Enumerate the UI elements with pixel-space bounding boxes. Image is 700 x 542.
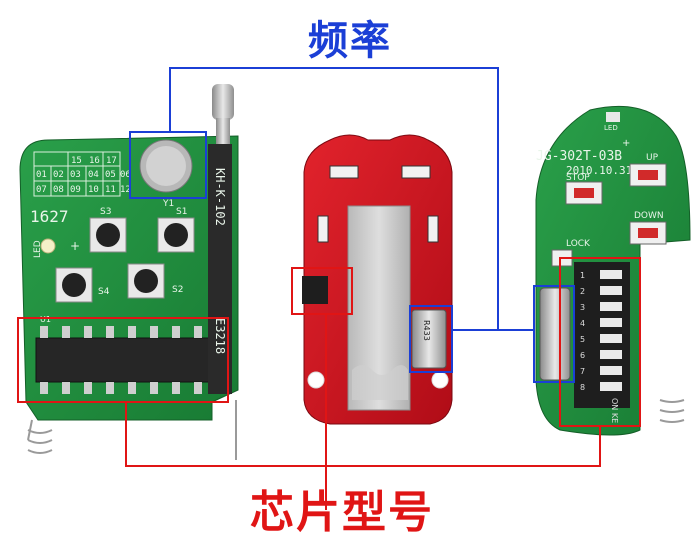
grid-label: 17	[106, 156, 117, 166]
button-label: UP	[646, 153, 659, 163]
grid-label: 12	[120, 185, 131, 195]
switch-label: S1	[176, 207, 187, 217]
chip-box-middle	[291, 267, 353, 315]
switch-s1: S1	[157, 207, 195, 253]
grid-label: 11	[105, 185, 116, 195]
battery-spring-right	[659, 399, 685, 423]
dip-number: 6	[580, 351, 585, 360]
button-label: DOWN	[634, 211, 664, 221]
switch-s4: S4	[55, 267, 110, 303]
button-label: STOP	[566, 173, 590, 183]
switch-s3: S3	[89, 207, 127, 253]
encoder-chip: U1	[35, 315, 213, 394]
middle-pcb-board: R433	[302, 134, 453, 425]
plus-mark: +	[622, 138, 630, 149]
led: LED +	[33, 238, 80, 258]
grid-label: 10	[88, 185, 99, 195]
grid-label: 16	[89, 156, 100, 166]
grid-label: 04	[88, 170, 99, 180]
grid-label: 08	[53, 185, 64, 195]
grid-label: 02	[53, 170, 64, 180]
chip-markers	[17, 257, 641, 510]
grid-label: 05	[105, 170, 116, 180]
chip-model-label: 芯片型号	[250, 487, 434, 538]
frequency-box-right	[533, 285, 575, 383]
crystal-right	[539, 287, 571, 381]
model-label: JG-302T-03B	[536, 149, 622, 164]
y1-label: Y1	[162, 199, 174, 209]
frequency-connector	[169, 67, 499, 331]
smd-button	[317, 215, 329, 243]
dip-number: 7	[580, 367, 585, 376]
frequency-box-middle	[409, 305, 453, 373]
side-code: 1627	[30, 207, 69, 226]
dip-number: 8	[580, 383, 585, 392]
chip-connector	[125, 402, 601, 467]
grid-label: 15	[71, 156, 82, 166]
antenna-label: KH-K-102	[213, 168, 227, 226]
grid-label: 09	[70, 185, 81, 195]
chip-box-left	[17, 317, 229, 403]
grid-label: 01	[36, 170, 47, 180]
plus-mark: +	[70, 239, 80, 253]
dip-number: 4	[580, 319, 585, 328]
led-label: LED	[33, 240, 43, 258]
encoder-chip-small	[302, 276, 328, 304]
crystal-oscillator: Y1	[139, 139, 193, 209]
grid-label: 06	[120, 170, 131, 180]
lock-label: LOCK	[566, 239, 591, 249]
smd-button	[427, 215, 439, 243]
dip-number: 3	[580, 303, 585, 312]
date-label: 2010.10.31	[566, 164, 632, 177]
dip-number: 2	[580, 287, 585, 296]
channel-grid	[33, 151, 121, 197]
switch-label: S2	[172, 285, 183, 295]
button-up: UP	[629, 153, 667, 187]
grid-label: 03	[70, 170, 81, 180]
switch-label: S3	[100, 207, 111, 217]
smd-button	[401, 165, 431, 179]
switch-s2: S2	[127, 263, 183, 299]
left-pcb-board: 15 16 17 01 02 03 04 05 06 07 08 09 10 1…	[19, 84, 239, 460]
led-right: LED +	[604, 112, 630, 149]
crystal-smd: R433	[411, 309, 447, 369]
dip-number: 1	[580, 271, 585, 280]
frequency-box-left	[129, 131, 207, 199]
battery-spring	[27, 400, 237, 460]
dip-label: ON KE	[610, 398, 619, 423]
u1-label: U1	[40, 315, 51, 324]
button-down: DOWN	[629, 211, 667, 245]
frequency-label: 频率	[308, 18, 392, 64]
led-label: LED	[604, 124, 618, 132]
smd-button	[329, 165, 359, 179]
grid-label: 07	[36, 185, 47, 195]
button-stop: STOP	[565, 173, 603, 205]
crystal-label: R433	[422, 320, 431, 341]
edge-label: E3218	[213, 318, 227, 354]
switch-label: S4	[98, 287, 110, 297]
dip-number: 5	[580, 335, 585, 344]
frequency-markers	[129, 67, 575, 383]
dip-switch: 1 2 3 4 5 6 7 8 ON KE	[574, 262, 630, 423]
antenna: KH-K-102 E3218	[208, 84, 234, 394]
